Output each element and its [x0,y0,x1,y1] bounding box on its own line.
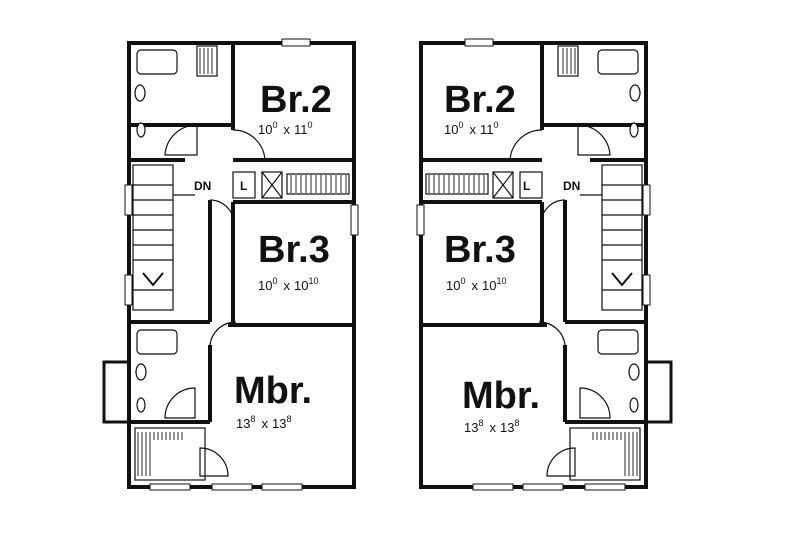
right-closet-rail-hatch [428,175,485,193]
left-dn-label: DN [194,179,211,193]
right-x-line [492,171,514,199]
right-side-window-3 [416,204,425,236]
left-closet-rail [286,173,350,195]
left-bottom-window-2 [211,483,253,491]
right-stairs [580,164,643,311]
left-br3-door [209,199,235,225]
right-side-window-2 [642,274,651,306]
left-bottom-window-1 [149,483,191,491]
left-walkin-closet [134,427,206,481]
left-side-window-2 [124,274,133,306]
right-lower-bathtub [597,329,639,355]
left-bath-door [164,124,198,156]
right-bottom-window-3 [472,483,514,491]
left-closet-rail-hatch [290,175,347,193]
right-top-window [464,38,494,47]
left-closet-hatch [199,48,213,74]
right-floor-plan [416,38,673,491]
right-x-box [492,171,514,199]
right-bay-window [644,360,673,424]
left-upper-sink [136,122,146,138]
right-bath-door [577,124,611,156]
left-lower-toilet [135,363,147,381]
right-bottom-window-1 [584,483,626,491]
right-walkin-closet [569,427,641,481]
left-walkin-hatch [137,432,183,476]
right-br3-name: Br.3 [444,229,516,271]
left-floor-plan [102,38,359,491]
right-walkin-hatch [592,432,638,476]
right-lower-sink [629,397,639,413]
right-closet-rail [425,173,489,195]
left-x-line [261,171,283,199]
left-stairs [132,164,195,311]
left-bottom-window-3 [261,483,303,491]
left-br2-name: Br.2 [260,79,332,121]
right-side-window-1 [642,184,651,216]
left-x-box [261,171,283,199]
right-upper-bathtub [597,49,639,75]
right-lower-toilet [628,363,640,381]
left-side-window-3 [350,204,359,236]
left-mbr-name: Mbr. [234,370,312,412]
right-closet-door [546,447,576,477]
left-closet-door [199,447,229,477]
right-closet-hatch [562,48,576,74]
right-upper-sink [629,122,639,138]
left-br3-name: Br.3 [258,229,330,271]
left-linen-label: L [240,179,247,193]
right-mbr-name: Mbr. [462,375,540,417]
left-closet [196,45,218,77]
right-mbr-door [538,321,566,346]
right-linen-label: L [523,179,530,193]
right-br2-door [509,129,543,163]
left-lower-bath-door [164,387,196,419]
right-br2-name: Br.2 [444,79,516,121]
left-upper-bathtub [136,49,178,75]
right-lower-bath-door [579,387,611,419]
right-closet [557,45,579,77]
left-lower-bathtub [136,329,178,355]
right-br3-door [540,199,566,225]
left-linen-box [232,171,256,199]
left-top-window [281,38,311,47]
left-side-window-1 [124,184,133,216]
right-dn-label: DN [563,179,580,193]
left-upper-toilet [134,84,146,102]
left-lower-sink [136,397,146,413]
right-linen-box [519,171,543,199]
right-bottom-window-2 [522,483,564,491]
right-upper-toilet [629,84,641,102]
left-mbr-door [209,321,237,346]
left-br2-door [232,129,266,163]
left-bay-window [102,360,131,424]
